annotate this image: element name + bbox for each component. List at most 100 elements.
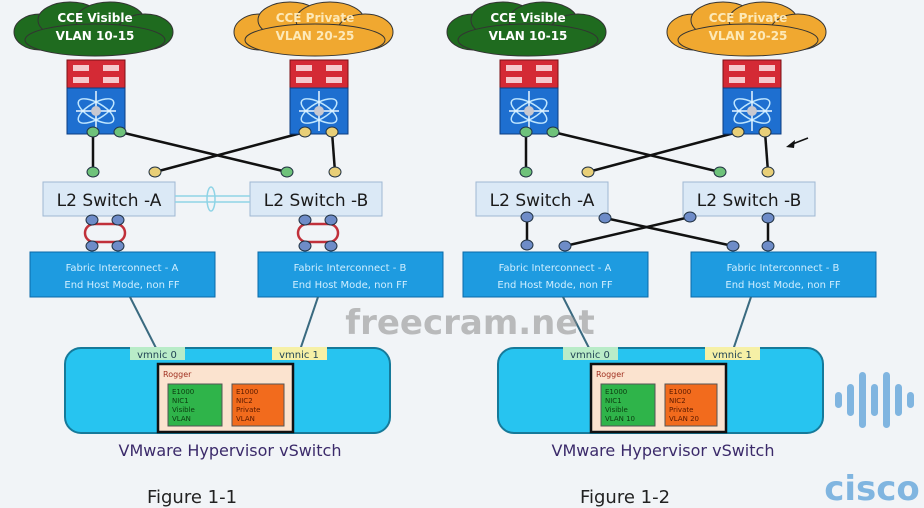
fi-b-title: Fabric Interconnect - B (294, 263, 407, 274)
cloud-cce-visible (446, 1, 607, 57)
port (519, 126, 533, 138)
port (546, 126, 560, 138)
l2-switch-b-label: L2 Switch -B (697, 191, 802, 211)
vpc-loop (296, 222, 340, 244)
cloud-cce-private (666, 1, 827, 57)
fabric-interconnect-b (257, 251, 444, 298)
cloud-puff (244, 23, 386, 57)
cloud-puff (457, 23, 599, 57)
l2-switch-b-box (682, 181, 816, 217)
nic2-line: VLAN 20 (669, 415, 699, 423)
cisco-logo-bar (835, 392, 842, 408)
cloud-private-title: CCE Private (276, 11, 355, 25)
vpc-loop (83, 222, 127, 244)
router-slot (103, 65, 119, 71)
vm-name: Rogger (163, 370, 192, 379)
port (758, 126, 772, 138)
nic1-line: Visible (172, 406, 195, 414)
link (129, 296, 158, 351)
port (558, 240, 572, 252)
fabric-interconnect-b (690, 251, 877, 298)
port (328, 166, 342, 178)
router-slot (296, 77, 312, 83)
port (298, 126, 312, 138)
vmnic1-tag (272, 347, 327, 360)
link (587, 130, 739, 174)
watermark-site: freecram.net (345, 303, 594, 343)
port (85, 214, 99, 226)
atom-core (747, 106, 757, 116)
port (298, 214, 312, 226)
port (520, 239, 534, 251)
vmnic0-label: vmnic 0 (137, 350, 177, 361)
l2-switch-a-label: L2 Switch -A (490, 191, 595, 211)
port (761, 240, 775, 252)
port (324, 214, 338, 226)
cloud-private-vlan: VLAN 20-25 (276, 29, 355, 43)
router-top (66, 59, 126, 89)
link (562, 296, 591, 351)
router-slot (759, 77, 775, 83)
cisco-logo-bar (859, 372, 866, 428)
cisco-logo-bar (847, 384, 854, 416)
port (598, 212, 612, 224)
nic2-line: Private (669, 406, 693, 414)
nic2-line: Private (236, 406, 260, 414)
port (298, 240, 312, 252)
cloud-cce-private (233, 1, 394, 57)
nic1-box (600, 383, 656, 427)
cloud-private-title: CCE Private (709, 11, 788, 25)
vmnic1-label: vmnic 1 (712, 350, 752, 361)
cisco-logo-bar (895, 384, 902, 416)
port (325, 126, 339, 138)
fabric-interconnect-a (462, 251, 649, 298)
port (111, 240, 125, 252)
port-channel-oval (206, 186, 216, 212)
fi-a-mode: End Host Mode, non FF (64, 280, 179, 291)
cloud-visible-vlan: VLAN 10-15 (56, 29, 135, 43)
nic1-line: E1000 (605, 388, 627, 396)
router-slot (296, 65, 312, 71)
vmnic0-tag (130, 347, 185, 360)
nic2-box (664, 383, 718, 427)
nic2-line: E1000 (236, 388, 258, 396)
link (732, 296, 752, 351)
nic1-line: E1000 (172, 388, 194, 396)
router-slot (326, 65, 342, 71)
vmnic0-label: vmnic 0 (570, 350, 610, 361)
atom-orbit (510, 98, 548, 124)
atom-orbit (733, 98, 771, 124)
cloud-cce-visible (13, 1, 174, 57)
port (148, 166, 162, 178)
cloud-visible-title: CCE Visible (490, 11, 565, 25)
nic2-box (231, 383, 285, 427)
port (581, 166, 595, 178)
link (552, 130, 721, 174)
watermark-logo: cisco (824, 469, 920, 508)
port (85, 240, 99, 252)
nic1-line: NIC1 (605, 397, 622, 405)
core-switch-visible (499, 59, 559, 135)
port (519, 166, 533, 178)
figure-caption: Figure 1-1 (147, 487, 237, 508)
atom-orbit (510, 98, 548, 124)
nic2-line: NIC2 (669, 397, 686, 405)
cloud-visible-vlan: VLAN 10-15 (489, 29, 568, 43)
nic1-line: VLAN 10 (605, 415, 635, 423)
core-switch-private (289, 59, 349, 135)
vmnic0-tag (563, 347, 618, 360)
router-slot (73, 65, 89, 71)
port (86, 166, 100, 178)
port (726, 240, 740, 252)
port (731, 126, 745, 138)
fi-a-title: Fabric Interconnect - A (66, 263, 179, 274)
router-slot (103, 77, 119, 83)
figure-caption: Figure 1-2 (580, 487, 670, 508)
annotation-arrow-head (786, 140, 795, 148)
fi-b-mode: End Host Mode, non FF (725, 280, 840, 291)
atom-orbit (77, 98, 115, 124)
vswitch-label: VMware Hypervisor vSwitch (552, 441, 775, 460)
link (564, 215, 691, 248)
cloud-visible-title: CCE Visible (57, 11, 132, 25)
